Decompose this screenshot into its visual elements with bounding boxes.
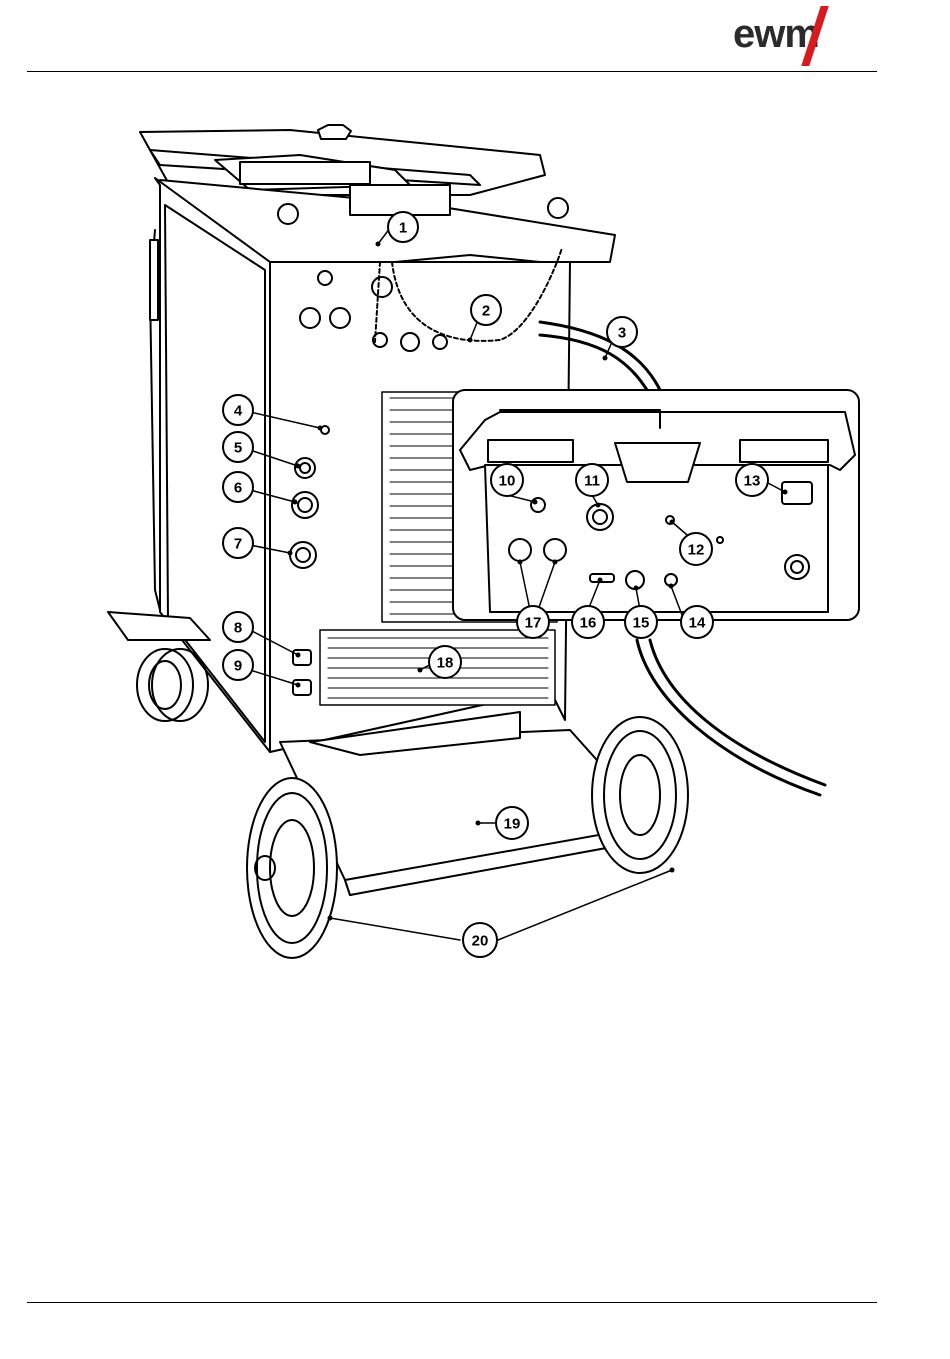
callout-6: 6 xyxy=(234,480,242,497)
callout-15: 15 xyxy=(633,615,650,632)
callout-10: 10 xyxy=(499,473,516,490)
bottom-cart xyxy=(247,712,688,958)
callout-7: 7 xyxy=(234,536,242,553)
callout-14: 14 xyxy=(689,615,706,632)
callout-19: 19 xyxy=(504,816,521,833)
callout-9: 9 xyxy=(234,658,242,675)
front-caster xyxy=(108,612,210,721)
callout-5: 5 xyxy=(234,440,242,457)
callout-12: 12 xyxy=(688,542,705,559)
callout-1: 1 xyxy=(399,220,407,237)
footer-rule xyxy=(27,1302,877,1303)
callout-20: 20 xyxy=(472,933,489,950)
machine-rear-view-figure: 1 2 3 4 5 6 7 8 9 10 11 12 13 14 15 16 1… xyxy=(0,0,950,1000)
callout-16: 16 xyxy=(580,615,597,632)
callout-8: 8 xyxy=(234,620,242,637)
callout-2: 2 xyxy=(482,303,490,320)
callout-13: 13 xyxy=(744,473,761,490)
callout-11: 11 xyxy=(584,473,600,490)
callout-18: 18 xyxy=(437,655,454,672)
callout-3: 3 xyxy=(618,325,626,342)
callout-17: 17 xyxy=(525,615,542,632)
callout-4: 4 xyxy=(234,403,243,420)
